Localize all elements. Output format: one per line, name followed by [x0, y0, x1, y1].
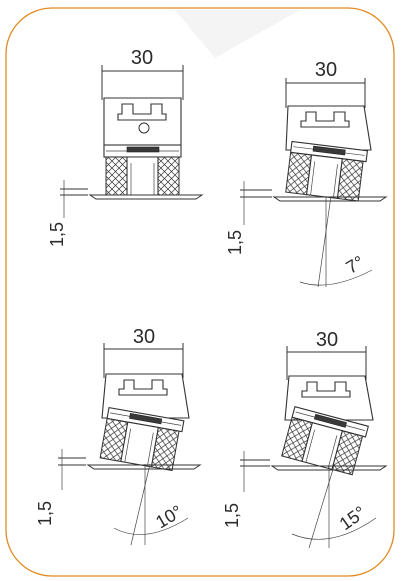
gap-dimension-label: 1,5: [47, 222, 67, 247]
gap-dimension-label: 1,5: [35, 501, 55, 526]
profile-drawing-top-right: 30 7° 1,5: [225, 59, 388, 288]
width-dimension-label: 30: [316, 329, 338, 351]
profile-drawing-top-left: 30 1,5: [47, 47, 204, 247]
tilt-angle-label: 10°: [152, 501, 186, 532]
width-dimension-label: 30: [133, 326, 155, 348]
width-dimension-label: 30: [315, 59, 337, 81]
tilt-angle-label: 15°: [336, 502, 370, 534]
gap-dimension-label: 1,5: [225, 230, 245, 255]
profile-drawing-bottom-right: 30 15° 1,5: [222, 329, 388, 549]
background-shade: [175, 10, 300, 58]
gap-dimension-label: 1,5: [222, 503, 242, 528]
width-dimension-label: 30: [131, 47, 153, 69]
orange-frame: [5, 7, 395, 577]
profile-drawing-bottom-left: 30 10° 1,5: [35, 326, 202, 546]
